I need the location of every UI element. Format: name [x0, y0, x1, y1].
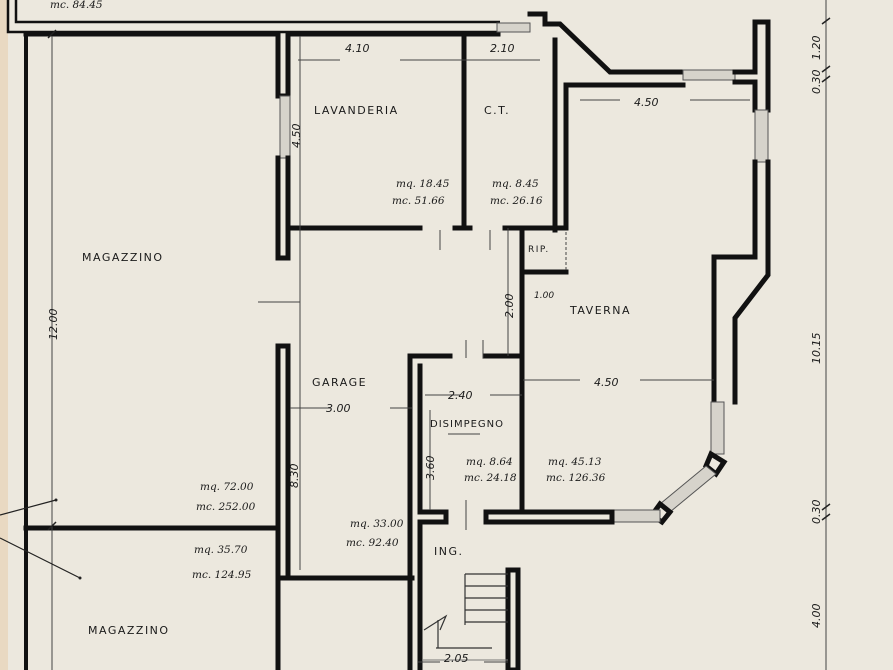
room-label-disimpegno: DISIMPEGNO	[430, 419, 504, 430]
volume-taverna: mc. 126.36	[546, 472, 606, 484]
volume-disimpegno: mc. 24.18	[464, 472, 517, 484]
area-magazzino-1: mq. 72.00	[200, 481, 254, 493]
room-label-ingresso: ING.	[434, 545, 464, 558]
dim-right-0-30-top: 0.30	[810, 70, 823, 95]
dim-ct-width: 2.10	[490, 42, 515, 55]
dim-right-4-00: 4.00	[810, 604, 823, 629]
area-lavanderia: mq. 18.45	[396, 178, 450, 190]
dim-lavanderia-width: 4.10	[345, 42, 370, 55]
dim-corridor-depth: 2.00	[503, 294, 516, 319]
dimension-labels: 4.10 2.10 4.50 4.50 1.00 2.40 3.00 2.05 …	[47, 36, 823, 666]
dim-rip-offset: 1.00	[534, 291, 554, 301]
volume-ct: mc. 26.16	[490, 195, 543, 207]
paper-edge	[0, 0, 8, 670]
dim-garage-width: 3.00	[326, 402, 351, 415]
dim-magazzino-depth: 12.00	[47, 309, 60, 341]
area-taverna: mq. 45.13	[548, 456, 602, 468]
room-label-rip: RIP.	[528, 245, 550, 255]
dim-taverna-mid-width: 4.50	[594, 376, 619, 389]
dimension-lines	[0, 0, 831, 670]
room-label-lavanderia: LAVANDERIA	[314, 104, 399, 117]
top-partial-volume: mc. 84.45	[50, 0, 103, 11]
volume-garage: mc. 92.40	[346, 537, 399, 549]
walls	[23, 11, 771, 670]
dim-right-10-15: 10.15	[810, 333, 823, 365]
dim-stair-width: 2.05	[444, 652, 469, 665]
volume-lavanderia: mc. 51.66	[392, 195, 445, 207]
volume-magazzino-1: mc. 252.00	[196, 501, 256, 513]
dim-disimpegno-depth: 3.60	[424, 456, 437, 481]
room-label-ct: C.T.	[484, 104, 510, 117]
room-label-garage: GARAGE	[312, 376, 367, 389]
area-magazzino-2: mq. 35.70	[194, 544, 248, 556]
dim-lavanderia-depth: 4.50	[290, 124, 303, 149]
dim-disimpegno-width: 2.40	[448, 389, 473, 402]
staircase	[422, 573, 508, 661]
dim-taverna-top-width: 4.50	[634, 96, 659, 109]
dim-garage-depth: 8.30	[288, 464, 301, 489]
dim-right-0-30-bottom: 0.30	[810, 500, 823, 525]
room-label-taverna: TAVERNA	[569, 304, 631, 317]
room-label-magazzino-2: MAGAZZINO	[88, 624, 170, 637]
volume-magazzino-2: mc. 124.95	[192, 569, 252, 581]
room-labels: MAGAZZINO mq. 72.00 mc. 252.00 MAGAZZINO…	[82, 104, 631, 637]
room-label-magazzino-1: MAGAZZINO	[82, 251, 164, 264]
area-ct: mq. 8.45	[492, 178, 539, 190]
dim-right-1-20: 1.20	[810, 36, 823, 61]
area-garage: mq. 33.00	[350, 518, 404, 530]
area-disimpegno: mq. 8.64	[466, 456, 513, 468]
